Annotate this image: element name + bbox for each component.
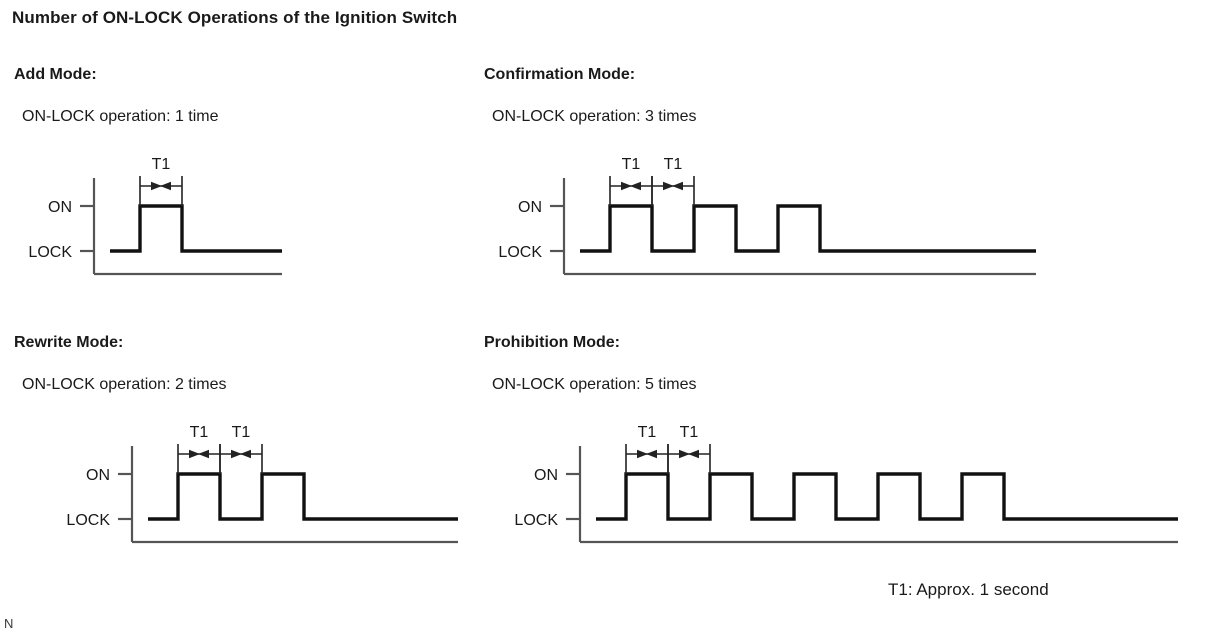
waveform-prohibition-mode: ON LOCK T1 T1 — [484, 412, 1184, 552]
waveform-trace — [596, 472, 1178, 521]
axis-label-on: ON — [86, 467, 110, 484]
dimension-label-t1: T1 — [152, 156, 171, 173]
dimension-label-t1: T1 — [622, 156, 641, 173]
dimension-label-t1: T1 — [232, 424, 251, 441]
axis-label-on: ON — [534, 467, 558, 484]
axis-label-on: ON — [48, 199, 72, 216]
panel-subtitle-add-mode: ON-LOCK operation: 1 time — [22, 108, 219, 125]
panel-subtitle-rewrite-mode: ON-LOCK operation: 2 times — [22, 376, 227, 393]
dimension-label-t1: T1 — [664, 156, 683, 173]
axis-label-lock: LOCK — [514, 512, 558, 529]
waveform-svg-add-mode: ON LOCK T1 — [28, 156, 282, 276]
axis-label-on: ON — [518, 199, 542, 216]
page-title: Number of ON-LOCK Operations of the Igni… — [12, 8, 458, 27]
axis-label-lock: LOCK — [66, 512, 110, 529]
panel-title-confirmation-mode: Confirmation Mode: — [484, 66, 636, 83]
waveform-rewrite-mode: ON LOCK T1 T1 — [14, 412, 474, 552]
panel-title-add-mode: Add Mode: — [14, 66, 97, 83]
waveform-trace — [580, 204, 1036, 253]
axis-label-lock: LOCK — [28, 244, 72, 261]
waveform-add-mode: ON LOCK T1 — [14, 144, 434, 284]
panel-title-rewrite-mode: Rewrite Mode: — [14, 334, 124, 351]
dimension-label-t1: T1 — [638, 424, 657, 441]
waveform-svg-rewrite-mode: ON LOCK T1 T1 — [66, 424, 458, 544]
waveform-confirmation-mode: ON LOCK T1 T1 — [484, 144, 1044, 284]
corner-mark: N — [4, 616, 14, 631]
waveform-trace — [148, 472, 458, 521]
panel-title-prohibition-mode: Prohibition Mode: — [484, 334, 620, 351]
axis-label-lock: LOCK — [498, 244, 542, 261]
footnote-t1: T1: Approx. 1 second — [888, 580, 1049, 599]
dimension-label-t1: T1 — [680, 424, 699, 441]
panel-subtitle-confirmation-mode: ON-LOCK operation: 3 times — [492, 108, 697, 125]
waveform-svg-prohibition-mode: ON LOCK T1 T1 — [514, 424, 1178, 544]
dimension-label-t1: T1 — [190, 424, 209, 441]
waveform-svg-confirmation-mode: ON LOCK T1 T1 — [498, 156, 1036, 276]
waveform-trace — [110, 204, 282, 253]
panel-subtitle-prohibition-mode: ON-LOCK operation: 5 times — [492, 376, 697, 393]
